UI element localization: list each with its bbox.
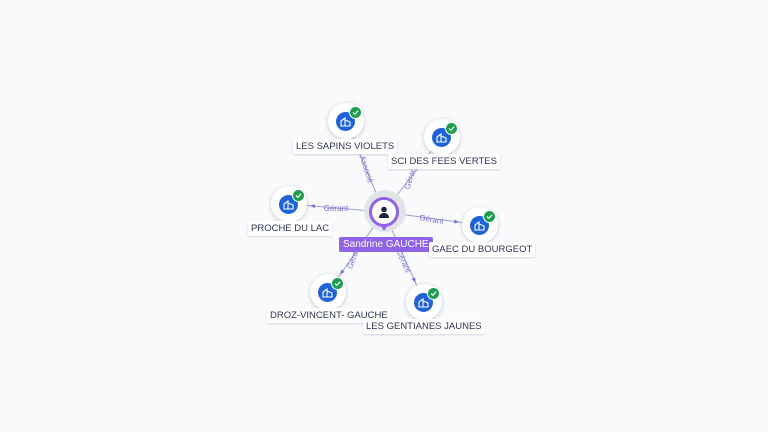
edge-arrow-droz-vincent-gauche [340, 269, 345, 275]
node-label-sci-des-fees-vertes[interactable]: SCI DES FEES VERTES [388, 154, 500, 169]
node-sci-des-fees-vertes[interactable] [424, 119, 460, 155]
edge-arrow-gaec-du-bourgeot [453, 219, 460, 224]
node-les-gentianes-jaunes[interactable] [406, 284, 442, 320]
edge-arrow-les-gentianes-jaunes [411, 277, 416, 283]
node-label-droz-vincent-gauche[interactable]: DROZ-VINCENT- GAUCHE [267, 308, 391, 323]
verified-check-icon [427, 287, 440, 300]
node-label-gaec-du-bourgeot[interactable]: GAEC DU BOURGEOT [429, 242, 536, 257]
edge-label-les-sapins-violets: Associé [358, 155, 375, 185]
person-icon[interactable] [369, 197, 399, 227]
verified-check-icon [483, 210, 496, 223]
node-les-sapins-violets[interactable] [328, 103, 364, 139]
node-droz-vincent-gauche[interactable] [310, 274, 346, 310]
verified-check-icon [292, 189, 305, 202]
node-proche-du-lac[interactable] [271, 186, 307, 222]
verified-check-icon [349, 106, 362, 119]
edge-arrow-proche-du-lac [309, 204, 316, 209]
verified-check-icon [331, 277, 344, 290]
edge-label-proche-du-lac: Gérant [324, 204, 349, 213]
node-label-les-sapins-violets[interactable]: LES SAPINS VIOLETS [293, 139, 398, 154]
person-name-label[interactable]: Sandrine GAUCHE [339, 237, 433, 252]
node-label-les-gentianes-jaunes[interactable]: LES GENTIANES JAUNES [363, 319, 485, 334]
verified-check-icon [445, 122, 458, 135]
node-gaec-du-bourgeot[interactable] [462, 207, 498, 243]
edge-label-gaec-du-bourgeot: Gérant [419, 213, 445, 226]
person-pin [379, 223, 389, 231]
node-label-proche-du-lac[interactable]: PROCHE DU LAC [248, 221, 333, 236]
